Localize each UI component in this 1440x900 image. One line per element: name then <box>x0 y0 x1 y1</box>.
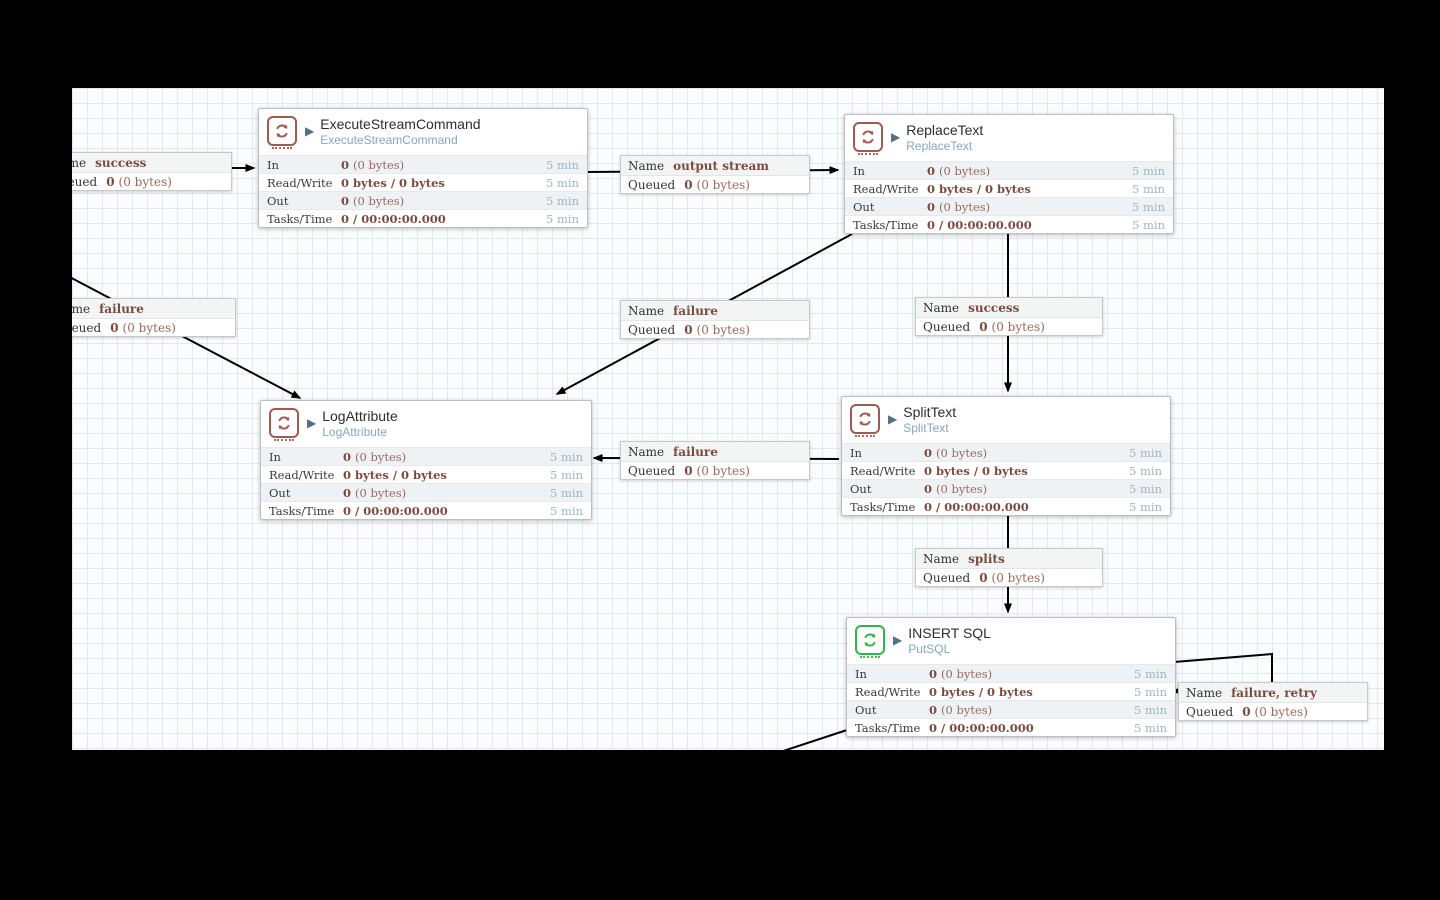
stat-row-read-write: Read/Write 0 bytes / 0 bytes 5 min <box>845 179 1173 197</box>
sync-icon <box>853 122 883 155</box>
processor-executestreamcommand[interactable]: ▶ ExecuteStreamCommand ExecuteStreamComm… <box>258 108 588 228</box>
stat-row-read-write: Read/Write 0 bytes / 0 bytes 5 min <box>847 682 1175 700</box>
run-status-play-icon: ▶ <box>893 633 903 647</box>
sync-icon <box>850 404 880 437</box>
sync-icon <box>855 625 885 658</box>
processor-splittext[interactable]: ▶ SplitText SplitText In 0(0 bytes) 5 mi… <box>841 396 1171 516</box>
stat-row-in: In 0(0 bytes) 5 min <box>261 447 591 465</box>
processor-header: ▶ SplitText SplitText <box>842 397 1170 443</box>
stat-row-tasks-time: Tasks/Time 0 / 00:00:00.000 5 min <box>261 501 591 519</box>
stat-row-out: Out 0(0 bytes) 5 min <box>845 197 1173 215</box>
processor-type: SplitText <box>903 421 949 435</box>
stat-row-read-write: Read/Write 0 bytes / 0 bytes 5 min <box>842 461 1170 479</box>
stat-row-out: Out 0(0 bytes) 5 min <box>259 191 587 209</box>
processor-type: LogAttribute <box>322 425 387 439</box>
stat-row-out: Out 0(0 bytes) 5 min <box>847 700 1175 718</box>
processor-title: LogAttribute <box>322 408 398 424</box>
processor-header: ▶ ReplaceText ReplaceText <box>845 115 1173 161</box>
processor-type: ExecuteStreamCommand <box>320 133 458 147</box>
processor-title: ExecuteStreamCommand <box>320 116 481 132</box>
stat-row-tasks-time: Tasks/Time 0 / 00:00:00.000 5 min <box>847 718 1175 736</box>
stat-row-out: Out 0(0 bytes) 5 min <box>842 479 1170 497</box>
processor-header: ▶ INSERT SQL PutSQL <box>847 618 1175 664</box>
connection-line-insertsql-offcanvas[interactable] <box>768 728 851 750</box>
run-status-play-icon: ▶ <box>305 124 315 138</box>
stat-row-read-write: Read/Write 0 bytes / 0 bytes 5 min <box>259 173 587 191</box>
processor-title: INSERT SQL <box>908 625 991 641</box>
sync-icon <box>269 408 299 441</box>
flow-canvas[interactable]: ▶ ExecuteStreamCommand ExecuteStreamComm… <box>72 88 1384 750</box>
run-status-play-icon: ▶ <box>888 412 898 426</box>
stat-row-tasks-time: Tasks/Time 0 / 00:00:00.000 5 min <box>845 215 1173 233</box>
processor-title: SplitText <box>903 404 957 420</box>
stat-row-in: In 0(0 bytes) 5 min <box>259 155 587 173</box>
processor-type: PutSQL <box>908 642 951 656</box>
processor-replacetext[interactable]: ▶ ReplaceText ReplaceText In 0(0 bytes) … <box>844 114 1174 234</box>
sync-icon <box>267 116 297 149</box>
processor-header: ▶ ExecuteStreamCommand ExecuteStreamComm… <box>259 109 587 155</box>
stat-row-in: In 0(0 bytes) 5 min <box>845 161 1173 179</box>
run-status-play-icon: ▶ <box>891 130 901 144</box>
processor-insert-sql[interactable]: ▶ INSERT SQL PutSQL In 0(0 bytes) 5 min … <box>846 617 1176 737</box>
processor-type: ReplaceText <box>906 139 973 153</box>
stat-row-in: In 0(0 bytes) 5 min <box>842 443 1170 461</box>
stat-row-out: Out 0(0 bytes) 5 min <box>261 483 591 501</box>
stat-row-tasks-time: Tasks/Time 0 / 00:00:00.000 5 min <box>259 209 587 227</box>
stat-row-read-write: Read/Write 0 bytes / 0 bytes 5 min <box>261 465 591 483</box>
processor-logattribute[interactable]: ▶ LogAttribute LogAttribute In 0(0 bytes… <box>260 400 592 520</box>
stat-row-tasks-time: Tasks/Time 0 / 00:00:00.000 5 min <box>842 497 1170 515</box>
stat-row-in: In 0(0 bytes) 5 min <box>847 664 1175 682</box>
processor-header: ▶ LogAttribute LogAttribute <box>261 401 591 447</box>
run-status-play-icon: ▶ <box>307 416 317 430</box>
processor-title: ReplaceText <box>906 122 984 138</box>
